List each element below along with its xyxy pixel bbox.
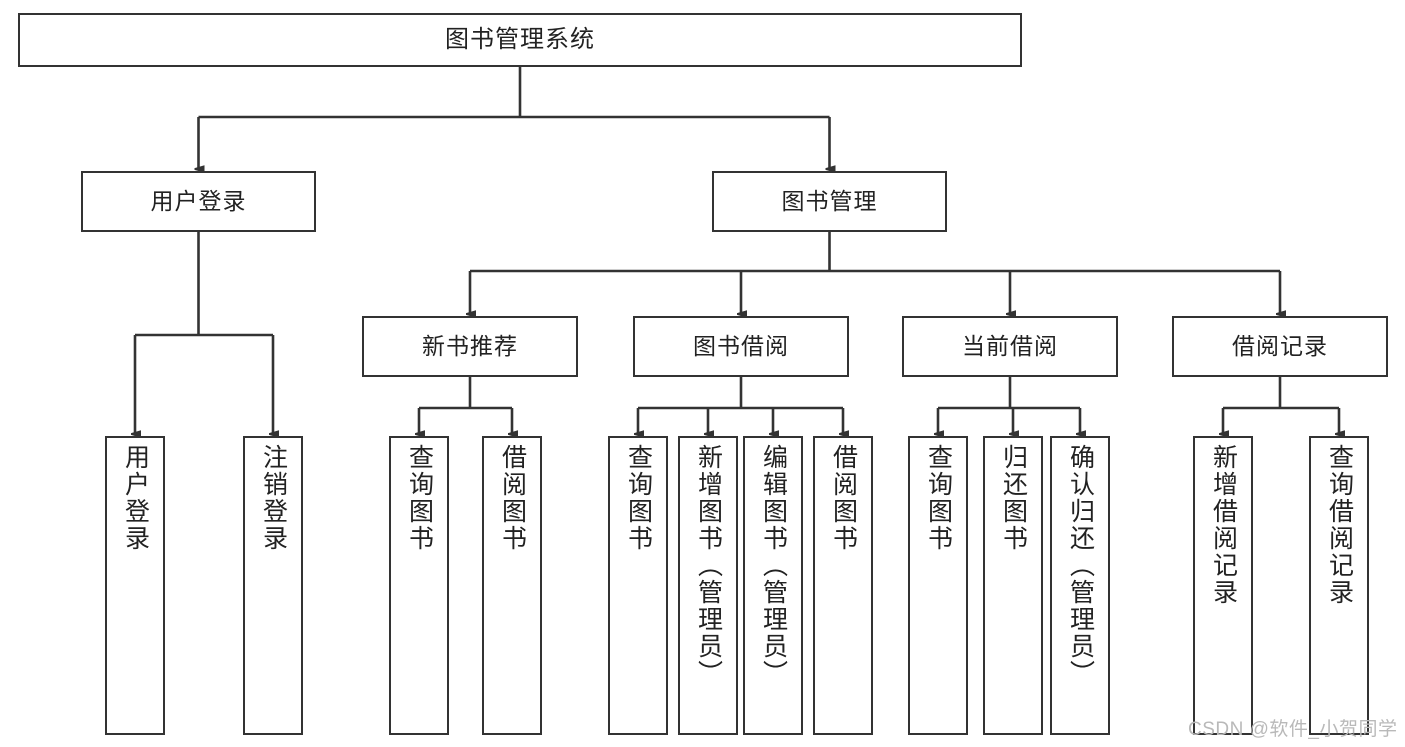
node-label: 查询图书	[405, 444, 434, 552]
node-leaf-return[interactable]: 归还图书	[983, 436, 1043, 735]
node-label: 借阅图书	[829, 444, 858, 552]
node-label: 用户登录	[150, 187, 247, 214]
node-leaf-add-rec[interactable]: 新增借阅记录	[1193, 436, 1253, 735]
node-leaf-query-1[interactable]: 查询图书	[389, 436, 449, 735]
node-leaf-query-rec[interactable]: 查询借阅记录	[1309, 436, 1369, 735]
node-label: 归还图书	[999, 444, 1028, 552]
node-leaf-borrow-1[interactable]: 借阅图书	[482, 436, 542, 735]
node-label: 确认归还（管理员）	[1066, 444, 1095, 687]
edge-layer	[135, 67, 1339, 434]
node-label: 新书推荐	[422, 332, 518, 359]
watermark: CSDN @软件_小贺同学	[1188, 719, 1398, 740]
node-leaf-logout[interactable]: 注销登录	[243, 436, 303, 735]
node-leaf-user-login[interactable]: 用户登录	[105, 436, 165, 735]
node-book-borrow[interactable]: 图书借阅	[633, 316, 849, 377]
node-leaf-edit-book[interactable]: 编辑图书（管理员）	[743, 436, 803, 735]
node-label: 图书借阅	[693, 332, 789, 359]
node-label: 查询借阅记录	[1325, 444, 1354, 606]
node-label: 查询图书	[624, 444, 653, 552]
node-label: 借阅记录	[1232, 332, 1328, 359]
node-borrow-record[interactable]: 借阅记录	[1172, 316, 1388, 377]
node-label: 借阅图书	[498, 444, 527, 552]
node-leaf-query-3[interactable]: 查询图书	[908, 436, 968, 735]
node-leaf-borrow-2[interactable]: 借阅图书	[813, 436, 873, 735]
node-root[interactable]: 图书管理系统	[18, 13, 1022, 67]
node-new-book-rec[interactable]: 新书推荐	[362, 316, 578, 377]
node-label: 图书管理系统	[445, 25, 595, 53]
node-label: 新增图书（管理员）	[694, 444, 723, 687]
node-leaf-add-book[interactable]: 新增图书（管理员）	[678, 436, 738, 735]
node-leaf-query-2[interactable]: 查询图书	[608, 436, 668, 735]
node-book-manage[interactable]: 图书管理	[712, 171, 947, 232]
node-current-borrow[interactable]: 当前借阅	[902, 316, 1118, 377]
node-label: 当前借阅	[962, 332, 1058, 359]
node-user-login[interactable]: 用户登录	[81, 171, 316, 232]
node-leaf-confirm[interactable]: 确认归还（管理员）	[1050, 436, 1110, 735]
node-label: 图书管理	[781, 187, 878, 214]
node-label: 新增借阅记录	[1209, 444, 1238, 606]
node-label: 用户登录	[121, 444, 150, 552]
node-label: 查询图书	[924, 444, 953, 552]
node-label: 注销登录	[259, 444, 288, 552]
node-label: 编辑图书（管理员）	[759, 444, 788, 687]
